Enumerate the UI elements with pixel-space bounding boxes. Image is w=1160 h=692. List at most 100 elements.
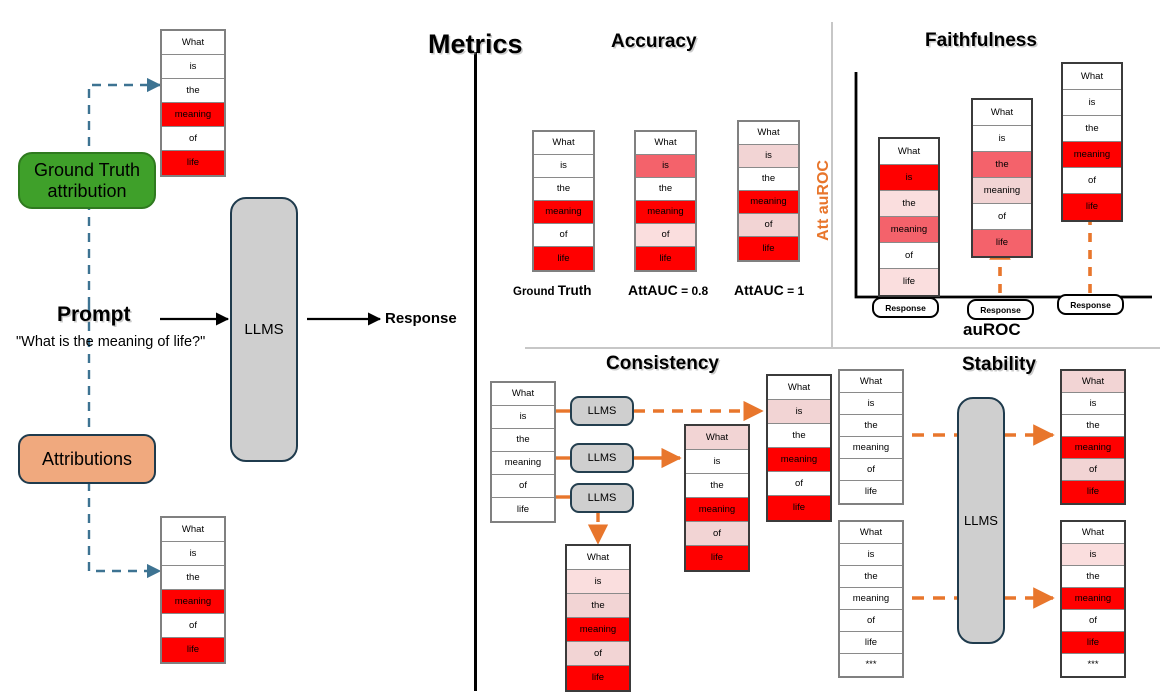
token-cell: What: [534, 132, 593, 155]
token-cell: meaning: [686, 498, 748, 522]
token-cell: of: [636, 224, 695, 247]
accuracy-caption-1-part1: AttAUC: [628, 282, 678, 298]
token-cell: meaning: [840, 437, 902, 459]
token-cell: is: [973, 126, 1031, 152]
token-cell: life: [768, 496, 830, 520]
accuracy-caption-2-part2: = 1: [783, 284, 805, 298]
faithfulness-response-box-0[interactable]: Response: [872, 297, 939, 318]
faithfulness-response-box-2[interactable]: Response: [1057, 294, 1124, 315]
token-cell: meaning: [1063, 142, 1121, 168]
token-cell: of: [840, 610, 902, 632]
stability-title: Stability: [962, 354, 1036, 375]
token-cell: the: [162, 79, 224, 103]
horizontal-divider: [525, 347, 1160, 349]
token-cell: What: [768, 376, 830, 400]
token-cell: meaning: [567, 618, 629, 642]
token-cell: life: [880, 269, 938, 295]
token-cell: the: [686, 474, 748, 498]
stability-llm-label: LLMS: [964, 513, 998, 528]
token-cell: of: [1063, 168, 1121, 194]
token-cell: is: [1063, 90, 1121, 116]
token-cell: is: [636, 155, 695, 178]
token-cell: of: [768, 472, 830, 496]
response-label-2: Response: [1070, 299, 1111, 310]
token-cell: meaning: [768, 448, 830, 472]
token-cell: is: [768, 400, 830, 424]
token-cell: life: [686, 546, 748, 570]
token-cell: meaning: [973, 178, 1031, 204]
ground-truth-attribution-box[interactable]: Ground Truth attribution: [18, 152, 156, 209]
token-cell: life: [1063, 194, 1121, 220]
token-cell: is: [162, 542, 224, 566]
consistency-llm-label-2: LLMS: [587, 492, 617, 504]
token-cell: What: [1062, 522, 1124, 544]
accuracy-caption-2-part1: AttAUC: [734, 282, 784, 298]
token-cell: of: [534, 224, 593, 247]
token-cell: of: [880, 243, 938, 269]
faithfulness-y-axis-label: Att auROC: [815, 160, 832, 241]
token-cell: is: [739, 145, 798, 168]
accuracy-caption-2: AttAUC = 1: [734, 282, 804, 298]
token-cell: the: [1063, 116, 1121, 142]
token-cell: meaning: [636, 201, 695, 224]
response-label-0: Response: [885, 302, 926, 313]
attributions-box[interactable]: Attributions: [18, 434, 156, 484]
token-cell: meaning: [534, 201, 593, 224]
token-cell: the: [840, 415, 902, 437]
token-cell: of: [1062, 459, 1124, 481]
consistency-llm-box-2[interactable]: LLMS: [570, 483, 634, 513]
token-cell: of: [1062, 610, 1124, 632]
consistency-llm-label-0: LLMS: [587, 405, 617, 417]
token-cell: life: [739, 237, 798, 260]
token-cell: is: [840, 544, 902, 566]
token-cell: the: [1062, 415, 1124, 437]
token-cell: life: [1062, 632, 1124, 654]
token-cell: What: [1063, 64, 1121, 90]
consistency-llm-box-1[interactable]: LLMS: [570, 443, 634, 473]
token-cell: life: [840, 632, 902, 654]
token-cell: of: [162, 127, 224, 151]
token-cell: life: [840, 481, 902, 503]
attributions-label: Attributions: [41, 448, 133, 469]
token-cell: What: [162, 518, 224, 542]
accuracy-caption-0-part2: Truth: [557, 283, 592, 298]
token-cell: What: [739, 122, 798, 145]
token-cell: of: [686, 522, 748, 546]
consistency-title: Consistency: [606, 353, 719, 374]
main-vertical-divider: [474, 52, 477, 691]
token-cell: meaning: [1062, 437, 1124, 459]
token-cell: of: [840, 459, 902, 481]
faithfulness-response-box-1[interactable]: Response: [967, 299, 1034, 320]
token-cell: What: [880, 139, 938, 165]
token-cell: meaning: [739, 191, 798, 214]
token-cell: What: [840, 371, 902, 393]
metrics-title: Metrics: [428, 29, 523, 59]
consistency-llm-box-0[interactable]: LLMS: [570, 396, 634, 426]
token-cell: the: [880, 191, 938, 217]
response-label-main: Response: [385, 310, 457, 327]
token-cell: is: [686, 450, 748, 474]
stability-llm-box[interactable]: LLMS: [957, 397, 1005, 644]
token-cell: life: [636, 247, 695, 270]
consistency-llm-label-1: LLMS: [587, 452, 617, 464]
token-cell: the: [1062, 566, 1124, 588]
llm-label-main: LLMS: [244, 321, 284, 338]
prompt-title: Prompt: [57, 303, 131, 326]
token-cell: meaning: [880, 217, 938, 243]
token-cell: of: [973, 204, 1031, 230]
token-cell: is: [840, 393, 902, 415]
token-cell: the: [567, 594, 629, 618]
llm-box-main[interactable]: LLMS: [230, 197, 298, 462]
token-cell: What: [1062, 371, 1124, 393]
token-cell: is: [492, 406, 554, 429]
token-cell: What: [567, 546, 629, 570]
token-cell: What: [162, 31, 224, 55]
